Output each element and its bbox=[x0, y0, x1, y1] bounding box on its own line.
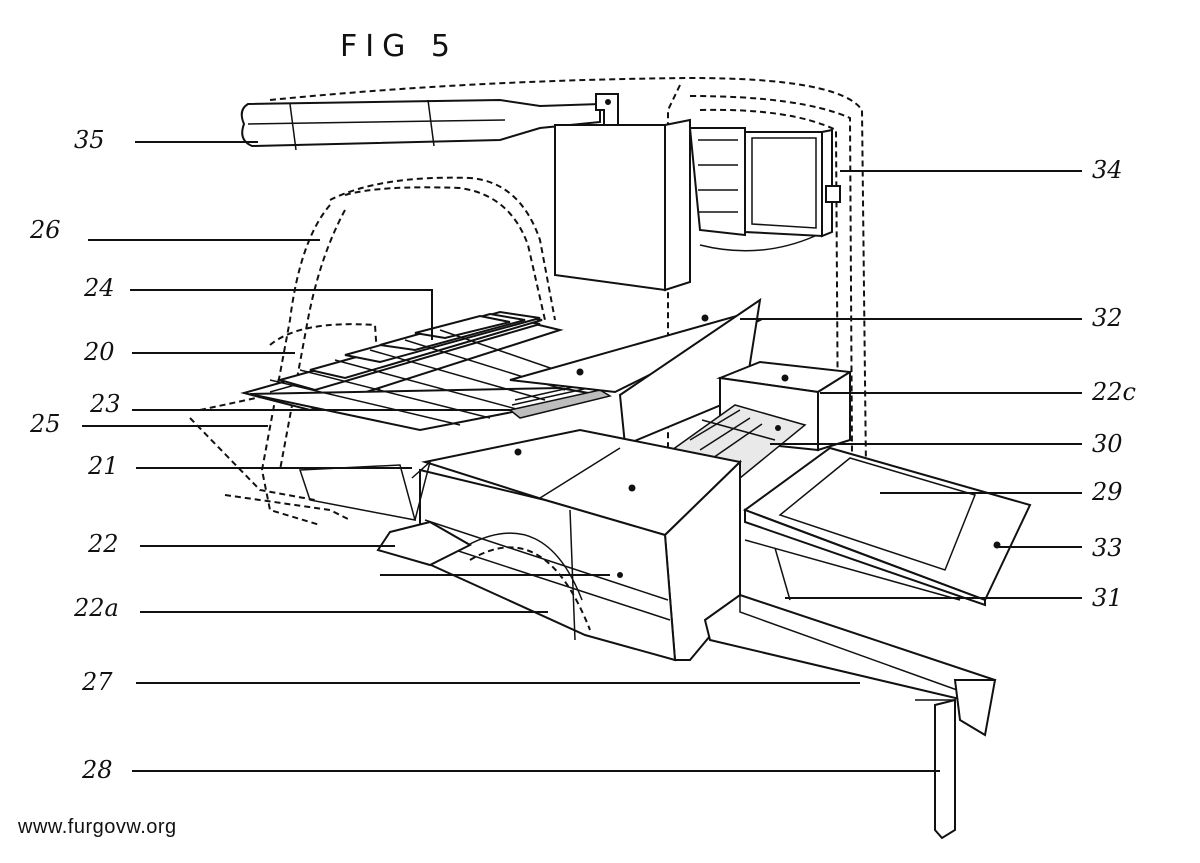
cab-outline bbox=[260, 176, 556, 526]
support-beam bbox=[703, 593, 997, 840]
extended-table bbox=[742, 446, 1032, 607]
label-30: 30 bbox=[1092, 430, 1123, 458]
label-28: 28 bbox=[81, 756, 113, 784]
label-25: 25 bbox=[29, 410, 61, 438]
label-35: 35 bbox=[74, 126, 105, 154]
label-31: 31 bbox=[1092, 584, 1123, 612]
label-22: 22 bbox=[87, 530, 119, 558]
label-21: 21 bbox=[87, 452, 119, 480]
label-27: 27 bbox=[81, 668, 113, 696]
label-33: 33 bbox=[1092, 534, 1123, 562]
watermark-url: www.furgovw.org bbox=[18, 816, 177, 838]
seat-module bbox=[298, 428, 743, 662]
reference-labels: 35 34 26 24 32 20 22c 23 25 30 21 29 22 … bbox=[29, 126, 1136, 784]
front-seat-outline bbox=[189, 323, 381, 521]
label-22c: 22c bbox=[1091, 378, 1136, 406]
figure-title: FIG 5 bbox=[340, 29, 458, 64]
label-26: 26 bbox=[29, 216, 61, 244]
label-32: 32 bbox=[1092, 304, 1123, 332]
roof-roll bbox=[240, 93, 619, 151]
leader-lines bbox=[82, 141, 1082, 772]
label-22a: 22a bbox=[73, 594, 119, 622]
label-34: 34 bbox=[1092, 156, 1123, 184]
label-24: 24 bbox=[83, 274, 115, 302]
upper-cabinet bbox=[554, 118, 841, 292]
label-20: 20 bbox=[83, 338, 115, 366]
label-23: 23 bbox=[89, 390, 121, 418]
label-29: 29 bbox=[1091, 478, 1123, 506]
